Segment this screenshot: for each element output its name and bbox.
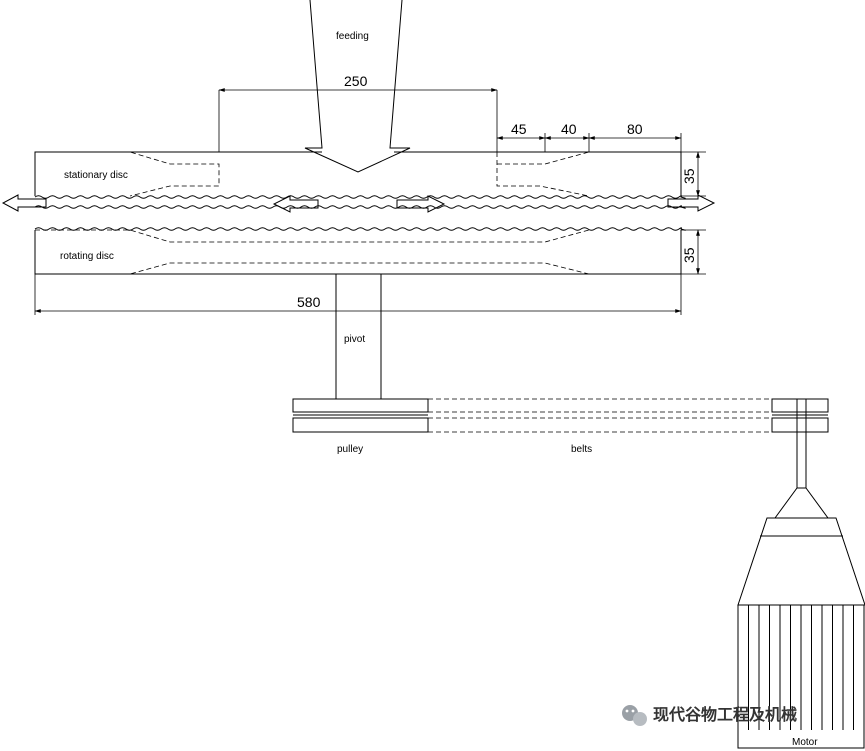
outflow-arrows — [1, 194, 716, 213]
dim-250-label: 250 — [344, 73, 368, 89]
motor-label: Motor — [792, 737, 818, 748]
dim-40-label: 40 — [561, 121, 577, 137]
motor — [737, 487, 865, 749]
pulley — [292, 398, 429, 433]
watermark — [622, 705, 647, 726]
stationary-disc-label: stationary disc — [64, 170, 128, 181]
grinding-gap — [34, 195, 686, 231]
wechat-icon — [622, 705, 647, 726]
feeding-label: feeding — [336, 31, 369, 42]
dim-580-label: 580 — [297, 294, 321, 310]
pulley-label: pulley — [337, 444, 363, 455]
feeding-arrow — [304, 0, 411, 173]
dim-45-label: 45 — [511, 121, 527, 137]
rotating-disc-label: rotating disc — [60, 251, 114, 262]
watermark-text: 现代谷物工程及机械 — [653, 705, 797, 724]
dim-45-40-80 — [496, 133, 682, 152]
belts-label: belts — [571, 444, 592, 455]
pivot-label: pivot — [344, 334, 365, 345]
motor-pulley — [771, 398, 829, 488]
dim-35-stationary — [681, 151, 706, 197]
dim-80-label: 80 — [627, 121, 643, 137]
dim-35-rotating — [681, 229, 706, 275]
dim-250 — [218, 88, 498, 152]
dim-35-stationary-label: 35 — [681, 168, 697, 184]
stationary-disc — [34, 151, 682, 197]
dim-580 — [34, 274, 682, 315]
belts — [428, 398, 772, 433]
dim-35-rotating-label: 35 — [681, 247, 697, 263]
rotating-disc — [34, 229, 682, 275]
